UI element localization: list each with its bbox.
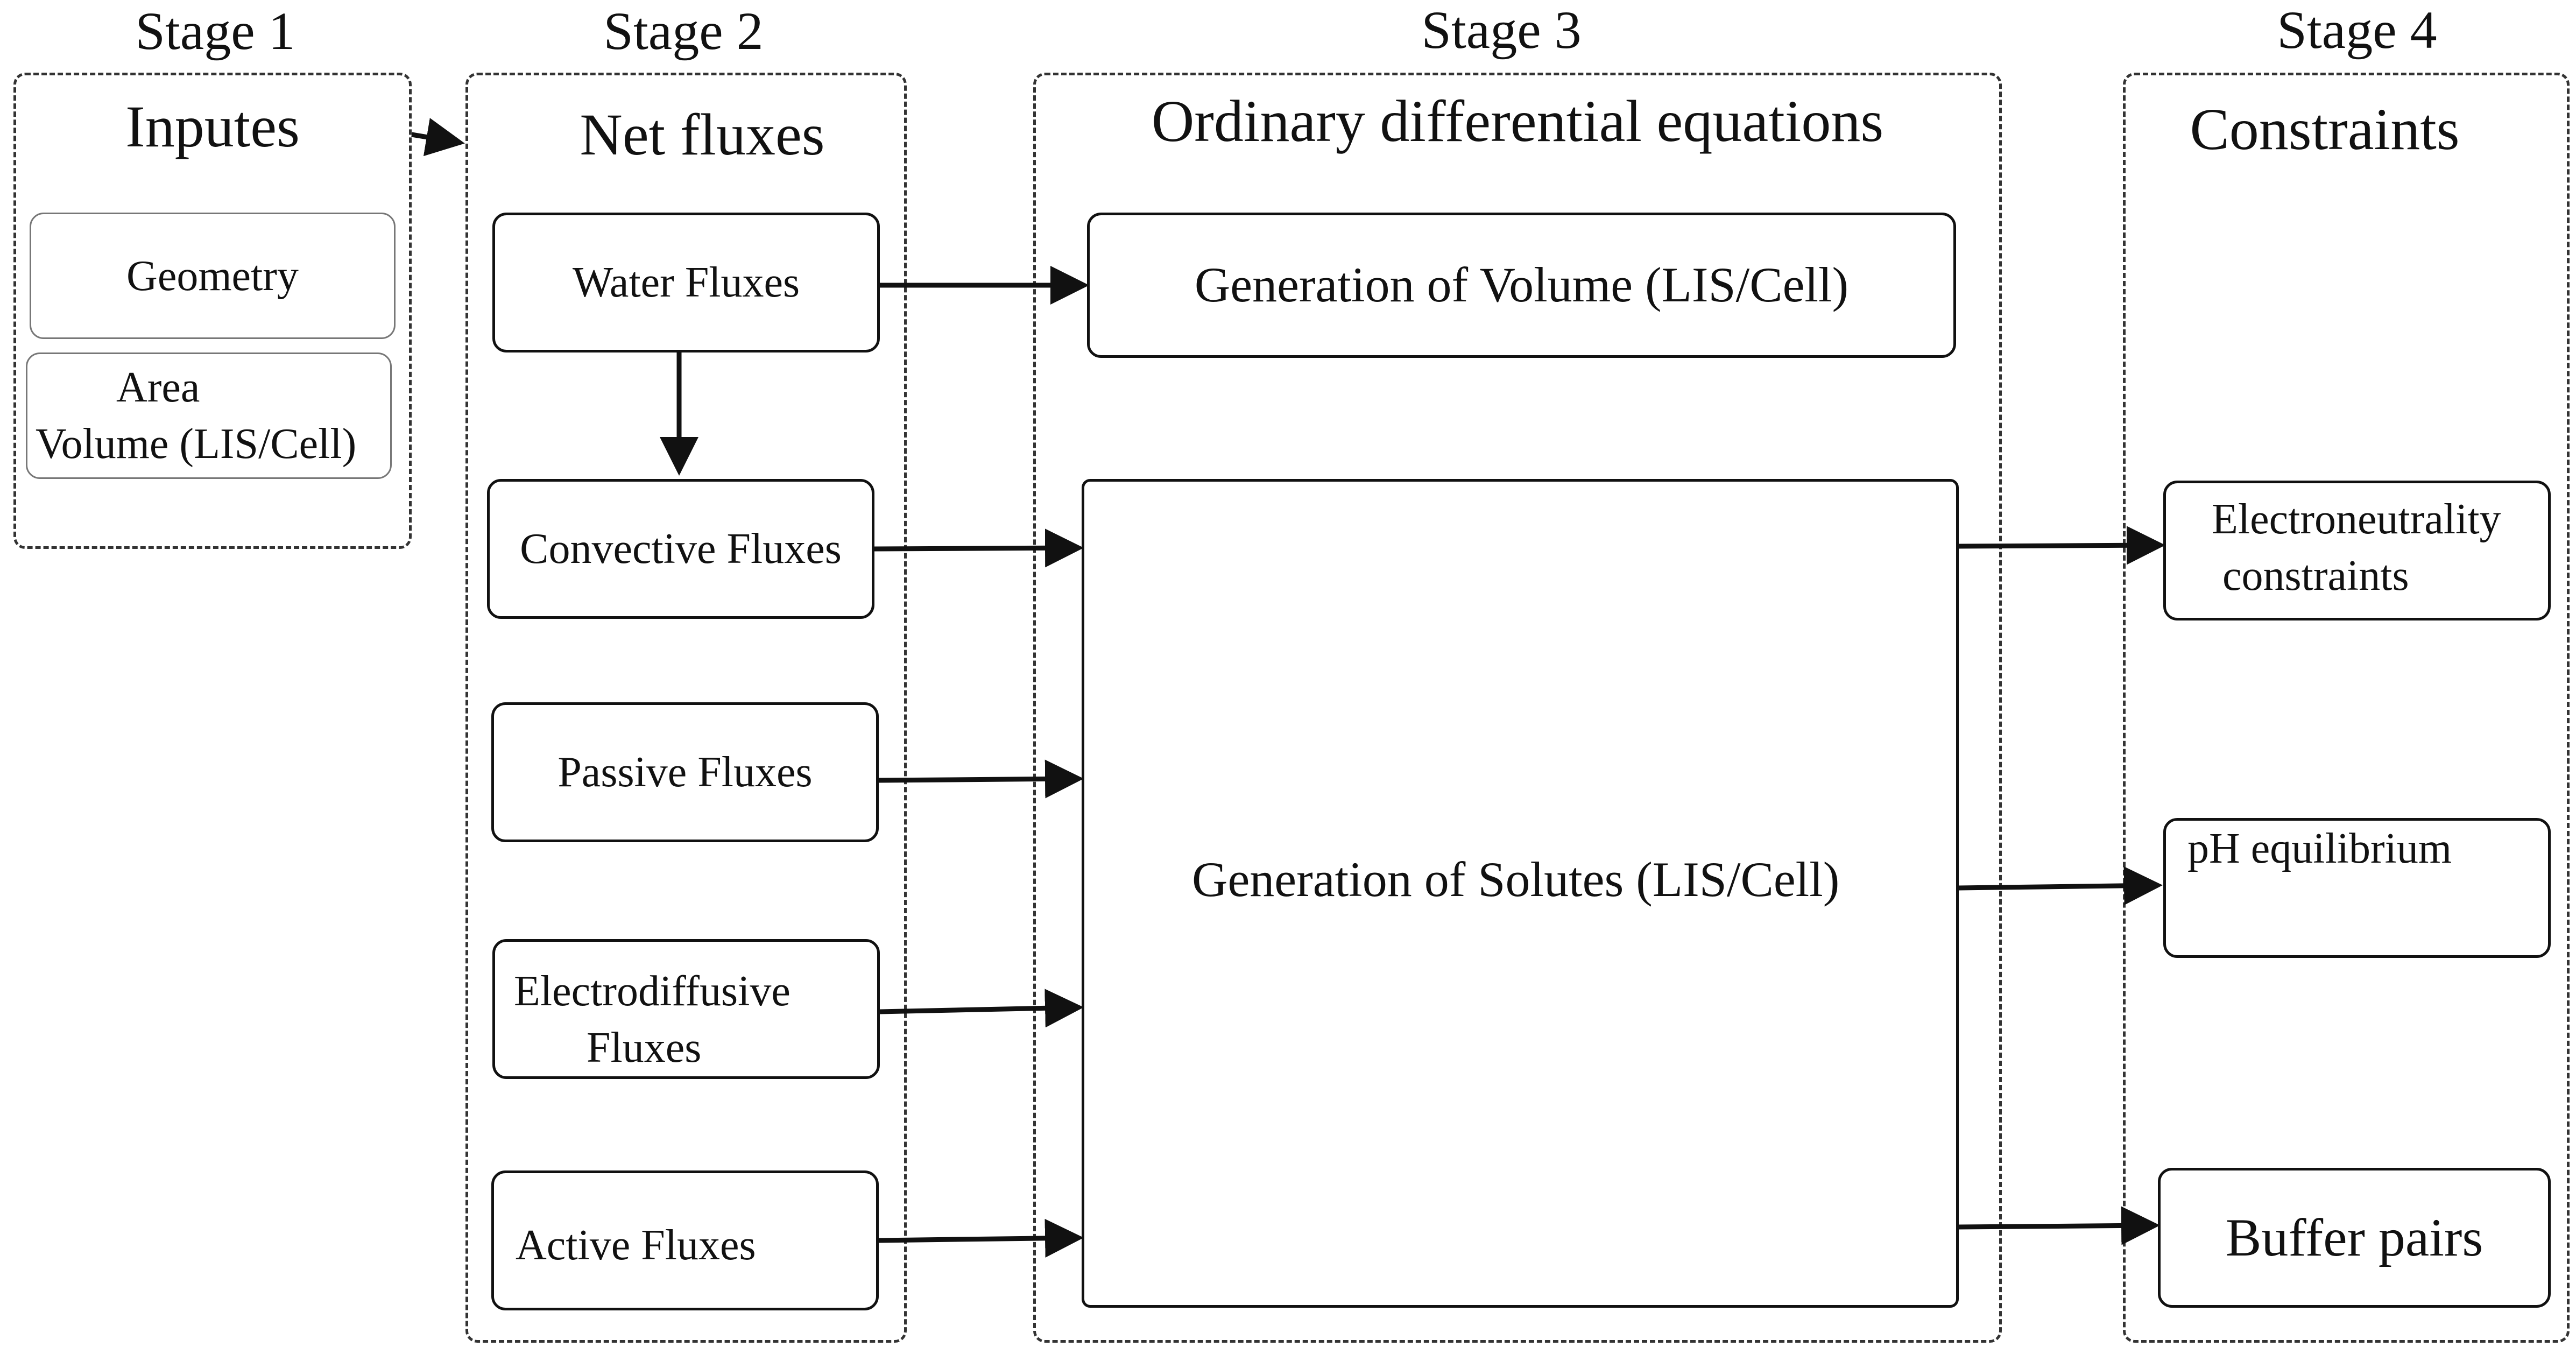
ode-title: Ordinary differential equations <box>1151 88 1884 154</box>
active-fluxes-label: Active Fluxes <box>516 1222 756 1269</box>
electroneutrality-box: Electroneutrality constraints <box>2163 481 2551 620</box>
water-fluxes-box: Water Fluxes <box>492 213 880 352</box>
geometry-box: Geometry <box>30 213 396 339</box>
solutes-generation-box: Generation of Solutes (LIS/Cell) <box>1082 479 1959 1308</box>
stage-2-frame: Net fluxes <box>465 73 907 1343</box>
passive-fluxes-box: Passive Fluxes <box>491 702 879 842</box>
stage-4-frame: Constraints <box>2123 73 2570 1343</box>
stage-3-frame: Ordinary differential equations <box>1033 73 2002 1343</box>
volume-generation-box: Generation of Volume (LIS/Cell) <box>1087 213 1956 358</box>
stage-3-label: Stage 3 <box>1421 0 1582 60</box>
convective-fluxes-box: Convective Fluxes <box>487 479 874 619</box>
electrodiffusive-fluxes-box: Electrodiffusive Fluxes <box>492 939 880 1079</box>
area-volume-box: Area Volume (LIS/Cell) <box>26 352 392 479</box>
ph-equilibrium-label: pH equilibrium <box>2187 825 2452 872</box>
inputs-title: Inputes <box>125 94 300 159</box>
active-fluxes-box: Active Fluxes <box>491 1170 879 1310</box>
net-fluxes-title: Net fluxes <box>580 102 825 167</box>
stage-1-label: Stage 1 <box>135 1 295 61</box>
arrow-inputs-to-fluxes <box>411 118 465 157</box>
solutes-generation-label: Generation of Solutes (LIS/Cell) <box>1192 852 1840 907</box>
ph-equilibrium-box: pH equilibrium <box>2163 818 2551 958</box>
electrodiffusive-label-line-2: Fluxes <box>587 1024 702 1071</box>
area-label: Area <box>116 364 200 411</box>
volume-label: Volume (LIS/Cell) <box>36 420 357 468</box>
stage-2-label: Stage 2 <box>603 1 764 61</box>
stage-1-frame: Inputes <box>13 73 412 549</box>
constraints-title: Constraints <box>2190 96 2460 162</box>
buffer-pairs-label: Buffer pairs <box>2225 1208 2483 1267</box>
convective-fluxes-label: Convective Fluxes <box>520 525 842 573</box>
stage-4-label: Stage 4 <box>2277 0 2437 60</box>
water-fluxes-label: Water Fluxes <box>572 259 800 306</box>
passive-fluxes-label: Passive Fluxes <box>557 749 813 796</box>
geometry-label: Geometry <box>126 252 299 300</box>
volume-generation-label: Generation of Volume (LIS/Cell) <box>1194 257 1849 313</box>
electroneutrality-label-line-1: Electroneutrality <box>2212 496 2501 543</box>
electrodiffusive-label-line-1: Electrodiffusive <box>514 968 791 1015</box>
buffer-pairs-box: Buffer pairs <box>2158 1168 2551 1308</box>
electroneutrality-label-line-2: constraints <box>2222 552 2409 600</box>
